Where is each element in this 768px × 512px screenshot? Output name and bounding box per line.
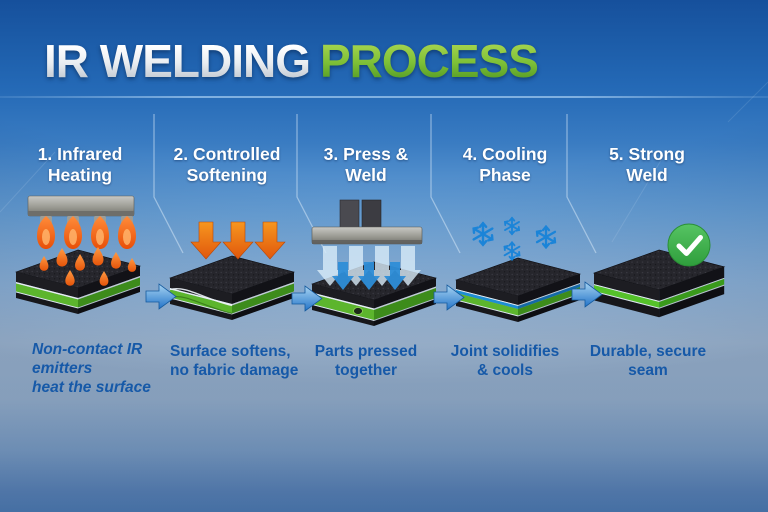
step-5-caption: Durable, secure seam [589, 343, 707, 380]
welded-stack-icon [592, 249, 726, 318]
ir-emitter-flames-icon [15, 195, 141, 315]
press-force-arrows-icon [332, 262, 406, 290]
heater-bulbs-icon [37, 216, 136, 249]
step-2-caption: Surface softens, no fabric damage [170, 343, 299, 380]
step-3-caption: Parts pressed together [314, 343, 418, 380]
step-1-header: 1. Infrared Heating [37, 144, 123, 185]
step-5-header: 5. Strong Weld [609, 144, 685, 185]
title-process: PROCESS [319, 35, 539, 87]
orange-down-arrows-icon [169, 221, 295, 321]
green-checkmark-icon [592, 223, 726, 318]
title-divider-line [0, 96, 768, 98]
press-tool-icon [310, 199, 438, 326]
step-2-header: 2. Controlled Softening [173, 144, 281, 185]
step-4-header: 4. Cooling Phase [462, 144, 548, 185]
step-3-header: 3. Press & Weld [323, 144, 409, 185]
step-1-caption: Non-contact IR emitters heat the surface [32, 341, 151, 397]
cooling-stack-icon [454, 257, 582, 322]
softened-stack-icon [169, 255, 295, 321]
falling-flames-icon [39, 247, 137, 286]
snowflakes-icon [454, 216, 582, 322]
step-4-caption: Joint solidifies & cools [450, 343, 560, 380]
title-ir-welding: IR WELDING [44, 35, 311, 87]
